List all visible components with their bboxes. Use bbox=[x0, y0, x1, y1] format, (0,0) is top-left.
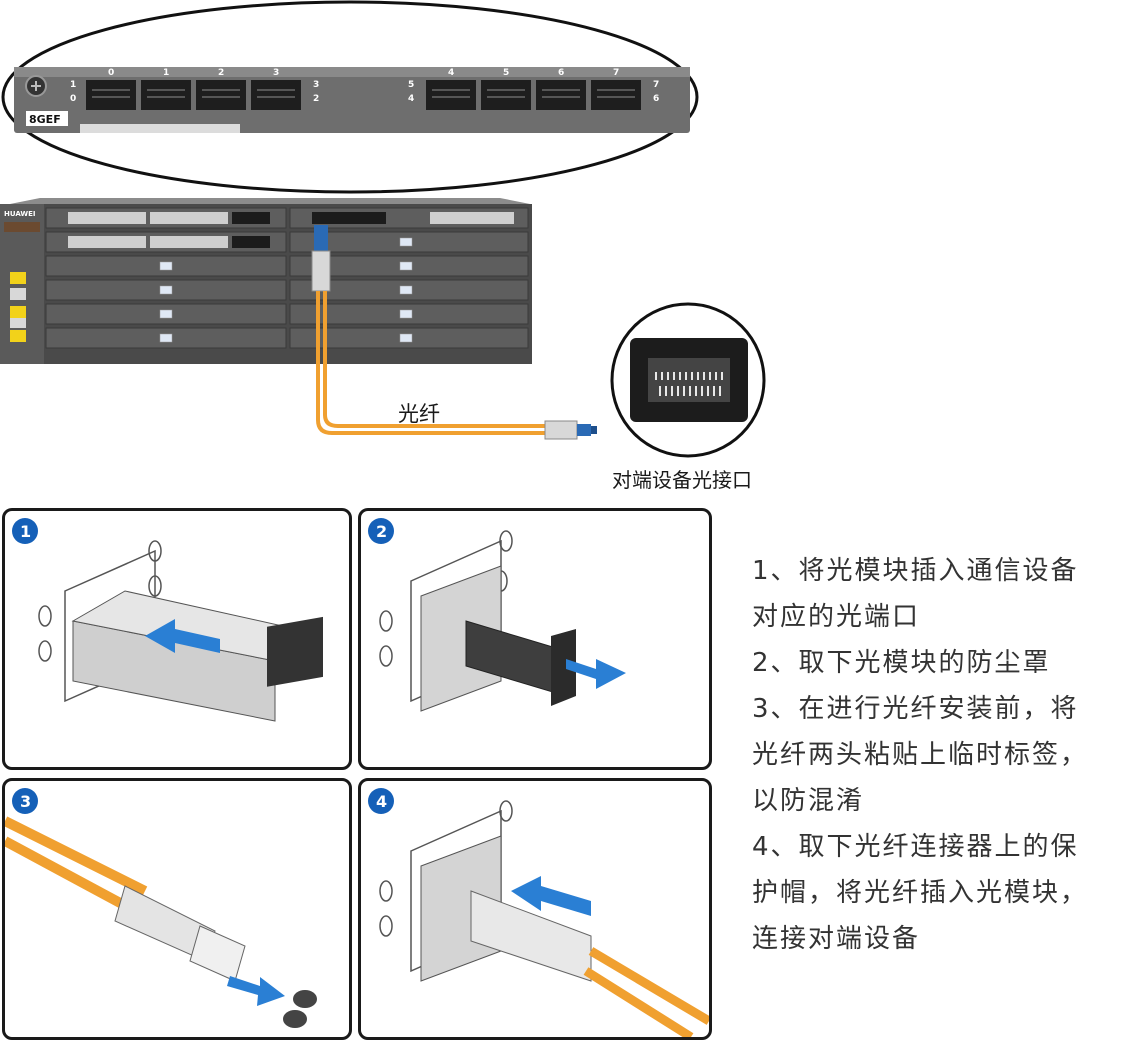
svg-text:7: 7 bbox=[653, 80, 659, 90]
lc-connector-end bbox=[544, 420, 578, 440]
step-badge bbox=[12, 518, 38, 544]
svg-text:0: 0 bbox=[70, 94, 76, 104]
card-label-box bbox=[26, 111, 68, 126]
rj45-ports bbox=[68, 212, 514, 248]
lc-plug bbox=[470, 890, 592, 982]
filler-labels bbox=[159, 237, 413, 343]
svg-text:5: 5 bbox=[408, 80, 414, 90]
sfp-port-3 bbox=[251, 80, 301, 110]
svg-text:1: 1 bbox=[70, 80, 76, 90]
step-panel-4: 4 bbox=[358, 778, 712, 1040]
svg-text:6: 6 bbox=[558, 68, 564, 78]
svg-text:4: 4 bbox=[408, 94, 414, 104]
step-panel-3: 3 bbox=[2, 778, 352, 1040]
step-line: 1、将光模块插入通信设备 bbox=[752, 556, 1079, 586]
protective-cap bbox=[293, 990, 317, 1008]
lc-connector-top bbox=[314, 225, 328, 251]
svg-text:3: 3 bbox=[313, 80, 319, 90]
step-panel-2: 2 bbox=[358, 508, 712, 770]
step-line: 连接对端设备 bbox=[752, 924, 921, 954]
card-label: 8GEF bbox=[29, 113, 61, 126]
svg-text:0: 0 bbox=[108, 68, 114, 78]
fiber-ports bbox=[232, 212, 386, 248]
svg-text:7: 7 bbox=[613, 68, 619, 78]
card-zoom-callout: 8GEF 0 1 2 3 4 5 6 7 1 0 3 2 5 4 7 6 bbox=[1, 0, 699, 194]
svg-text:2: 2 bbox=[218, 68, 224, 78]
svg-text:2: 2 bbox=[313, 94, 319, 104]
step-line: 2、取下光模块的防尘罩 bbox=[752, 648, 1051, 678]
sfp-port-1 bbox=[141, 80, 191, 110]
svg-text:2: 2 bbox=[376, 522, 387, 541]
svg-text:1: 1 bbox=[163, 68, 169, 78]
step-line: 护帽，将光纤插入光模块， bbox=[752, 878, 1089, 908]
pull-arrow bbox=[566, 659, 626, 689]
step-instructions: 1、将光模块插入通信设备 对应的光端口 2、取下光模块的防尘罩 3、在进行光纤安… bbox=[752, 548, 1112, 962]
insert-fiber-arrow bbox=[511, 876, 591, 916]
fiber-label: 光纤 bbox=[398, 402, 440, 426]
sfp-port-6 bbox=[536, 80, 586, 110]
step-panel-1: 1 bbox=[2, 508, 352, 770]
svg-text:1: 1 bbox=[20, 522, 31, 541]
step-line: 3、在进行光纤安装前，将 bbox=[752, 694, 1079, 724]
brand-logo: HUAWEI bbox=[4, 210, 36, 218]
svg-text:3: 3 bbox=[20, 792, 31, 811]
svg-text:3: 3 bbox=[273, 68, 279, 78]
chassis-diagram: HUAWEI bbox=[0, 198, 532, 364]
peer-port-label: 对端设备光接口 bbox=[612, 468, 752, 492]
svg-text:4: 4 bbox=[376, 792, 387, 811]
step-line: 4、取下光纤连接器上的保 bbox=[752, 832, 1079, 862]
step-line: 光纤两头粘贴上临时标签， bbox=[752, 740, 1089, 770]
sfp-port-7 bbox=[591, 80, 641, 110]
sfp-port-4 bbox=[426, 80, 476, 110]
sfp-port-0 bbox=[86, 80, 136, 110]
svg-text:6: 6 bbox=[653, 94, 659, 104]
fiber-cable bbox=[311, 225, 597, 440]
fiber-line-b bbox=[323, 291, 550, 428]
peer-port-callout bbox=[610, 302, 766, 458]
sfp-port-2 bbox=[196, 80, 246, 110]
chassis-top bbox=[10, 198, 530, 204]
remove-arrow bbox=[227, 976, 285, 1006]
step-line: 以防混淆 bbox=[752, 786, 865, 816]
zoom-ellipse bbox=[1, 0, 699, 194]
svg-text:4: 4 bbox=[448, 68, 454, 78]
sfp-port-5 bbox=[481, 80, 531, 110]
sfp-ports-left bbox=[86, 80, 301, 110]
insert-arrow bbox=[145, 619, 220, 653]
svg-text:5: 5 bbox=[503, 68, 509, 78]
fiber-line-a bbox=[316, 291, 550, 435]
chassis-icons bbox=[10, 272, 26, 342]
sfp-ports-right bbox=[426, 80, 641, 110]
step-line: 对应的光端口 bbox=[752, 602, 921, 632]
